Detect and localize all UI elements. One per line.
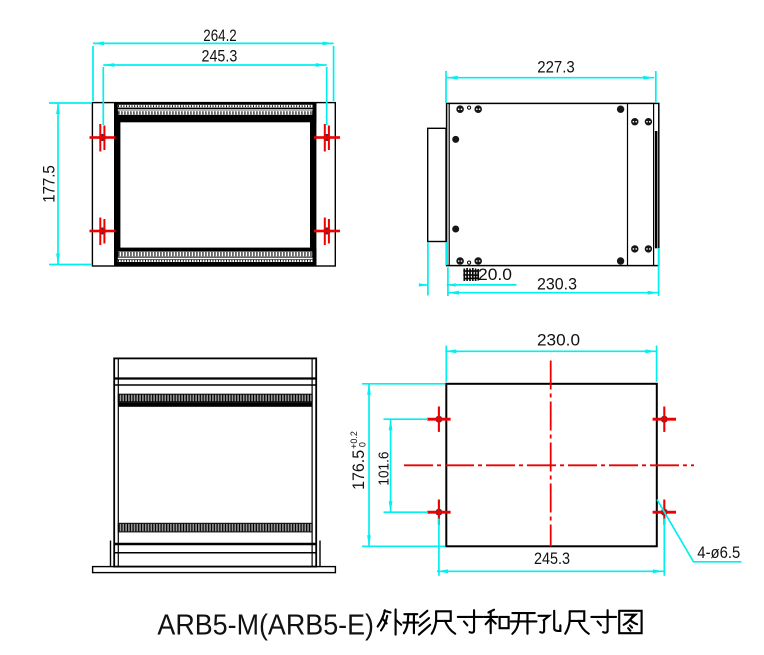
- svg-text:245.3: 245.3: [534, 549, 570, 568]
- svg-text:0: 0: [358, 442, 368, 449]
- svg-text:245.3: 245.3: [202, 47, 238, 66]
- svg-text:101.6: 101.6: [376, 452, 393, 486]
- svg-text:230.0: 230.0: [537, 331, 580, 350]
- svg-text:264.2: 264.2: [203, 26, 237, 45]
- svg-text:ARB5-M(ARB5-E): ARB5-M(ARB5-E): [157, 609, 374, 641]
- svg-text:230.3: 230.3: [537, 275, 577, 294]
- svg-text:4-ø6.5: 4-ø6.5: [697, 543, 740, 562]
- svg-text:+0.2: +0.2: [349, 431, 359, 449]
- svg-text:20.0: 20.0: [478, 265, 512, 284]
- svg-text:176.5: 176.5: [350, 450, 368, 490]
- svg-text:177.5: 177.5: [40, 165, 59, 203]
- svg-text:227.3: 227.3: [537, 58, 575, 77]
